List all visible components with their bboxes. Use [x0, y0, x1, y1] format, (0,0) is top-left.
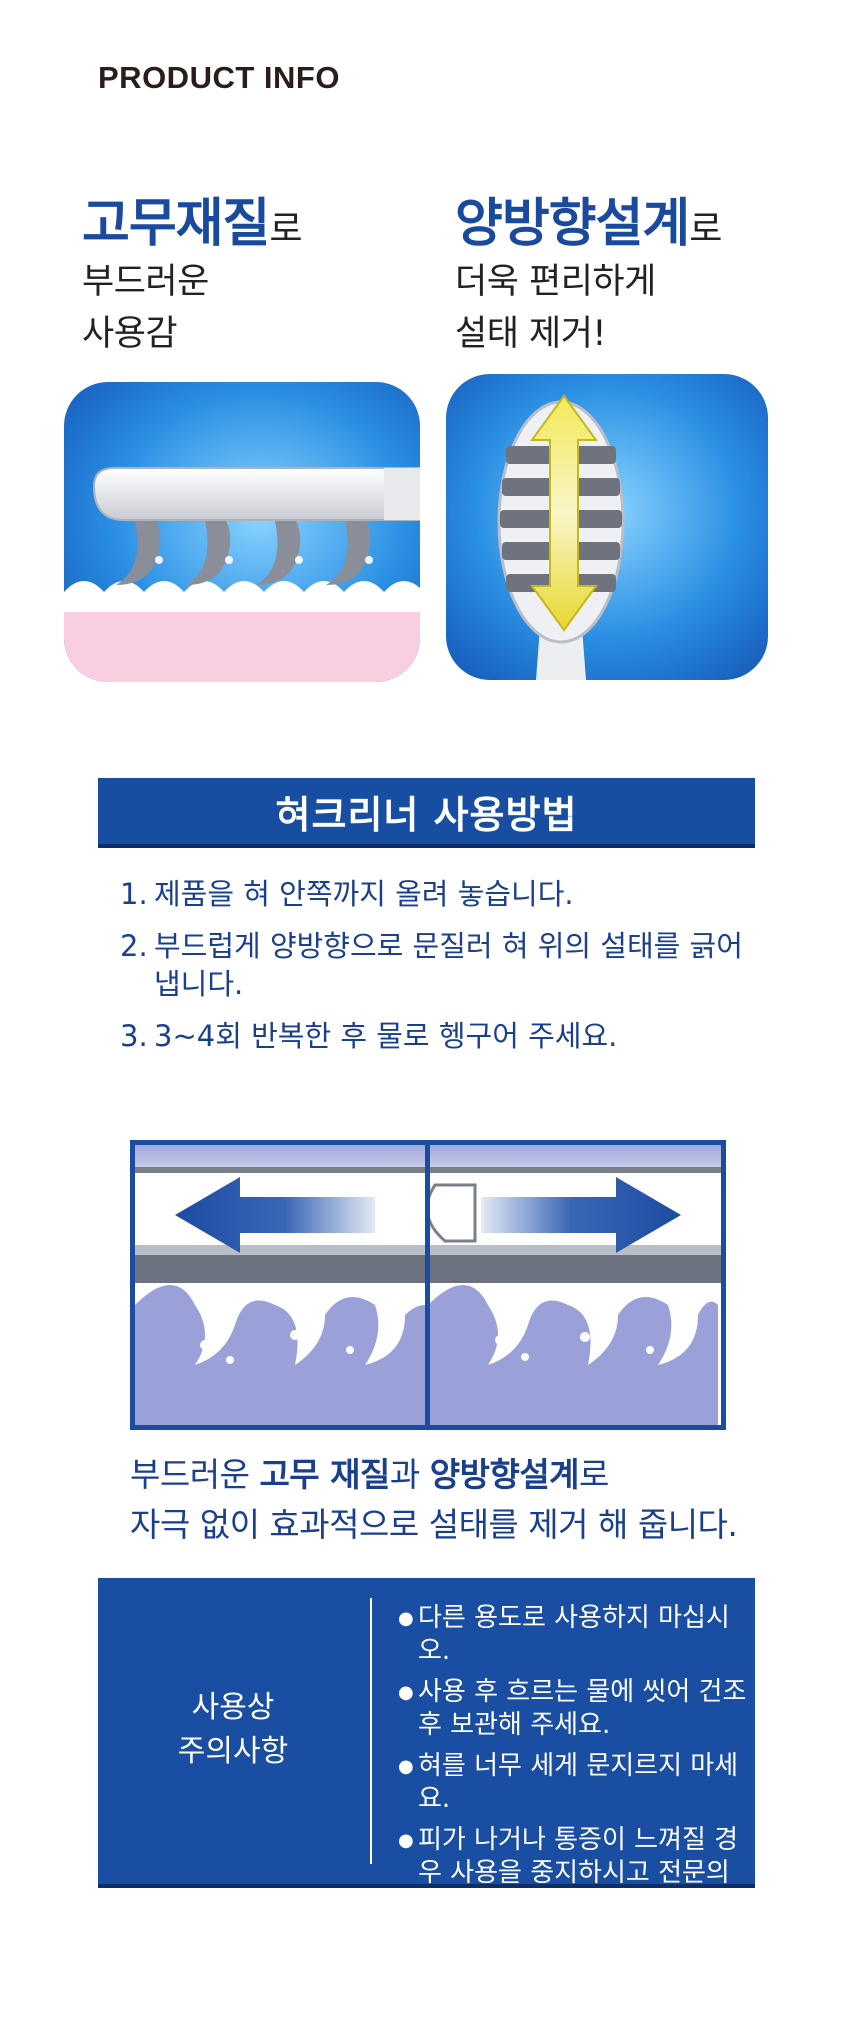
caution-list: 다른 용도로 사용하지 마십시오. 사용 후 흐르는 물에 씻어 건조 후 보관… — [398, 1602, 748, 1931]
caution-label-line-2: 주의사항 — [177, 1734, 289, 1769]
caution-label: 사용상 주의사항 — [98, 1686, 368, 1774]
caption-text: 과 — [389, 1455, 430, 1494]
usage-step: 1. 제품을 혀 안쪽까지 올려 놓습니다. — [120, 875, 770, 913]
feature-rubber-suffix: 로 — [269, 209, 303, 250]
caption-line-2: 자극 없이 효과적으로 설태를 제거 해 줍니다. — [130, 1505, 738, 1544]
bidirectional-head-image — [446, 374, 768, 680]
scraping-diagram — [130, 1140, 726, 1430]
usage-step: 2. 부드럽게 양방향으로 문질러 혀 위의 설태를 긁어 냅니다. — [120, 927, 770, 1003]
feature-bidirectional: 양방향설계로 더욱 편리하게 설태 제거! — [455, 198, 722, 360]
caution-divider — [370, 1598, 372, 1864]
feature-bidirectional-bold: 양방향설계 — [455, 194, 690, 254]
product-info-heading: PRODUCT INFO — [98, 60, 340, 95]
feature-rubber-line-2: 사용감 — [82, 314, 178, 354]
caption-text: 부드러운 — [130, 1455, 260, 1494]
feature-bidirectional-title: 양방향설계로 — [455, 198, 722, 250]
diagram-caption: 부드러운 고무 재질과 양방향설계로 자극 없이 효과적으로 설태를 제거 해 … — [130, 1450, 810, 1550]
caption-bold-bidirectional: 양방향설계 — [429, 1455, 580, 1494]
step-text: 3~4회 반복한 후 물로 헹구어 주세요. — [154, 1019, 618, 1053]
feature-bidirectional-suffix: 로 — [689, 209, 723, 250]
rubber-head-image — [64, 382, 420, 682]
caution-item: 혀를 너무 세게 문지르지 마세요. — [398, 1750, 748, 1816]
caution-item: 피가 나거나 통증이 느껴질 경우 사용을 중지하시고 전문의와 상담 하세요. — [398, 1824, 748, 1923]
feature-bidirectional-line-1: 더욱 편리하게 — [455, 262, 656, 302]
caution-item: 사용 후 흐르는 물에 씻어 건조 후 보관해 주세요. — [398, 1676, 748, 1742]
feature-bidirectional-line-2: 설태 제거! — [455, 314, 606, 354]
step-number: 2. — [120, 929, 148, 963]
usage-step: 3. 3~4회 반복한 후 물로 헹구어 주세요. — [120, 1017, 770, 1055]
caution-item: 다른 용도로 사용하지 마십시오. — [398, 1602, 748, 1668]
feature-rubber-line-1: 부드러운 — [82, 262, 209, 302]
feature-rubber-bold: 고무재질 — [82, 194, 270, 254]
caution-label-line-1: 사용상 — [191, 1690, 275, 1725]
usage-steps: 1. 제품을 혀 안쪽까지 올려 놓습니다. 2. 부드럽게 양방향으로 문질러… — [120, 875, 770, 1069]
feature-rubber-title: 고무재질로 — [82, 198, 303, 250]
step-text: 부드럽게 양방향으로 문질러 혀 위의 설태를 긁어 냅니다. — [154, 929, 743, 1001]
caption-bold-rubber: 고무 재질 — [259, 1455, 390, 1494]
feature-rubber: 고무재질로 부드러운 사용감 — [82, 198, 303, 360]
caption-text: 로 — [579, 1455, 609, 1494]
step-number: 3. — [120, 1019, 148, 1053]
usage-title-banner: 혀크리너 사용방법 — [98, 778, 755, 848]
caption-line-1: 부드러운 고무 재질과 양방향설계로 — [130, 1450, 810, 1500]
step-number: 1. — [120, 877, 148, 911]
step-text: 제품을 혀 안쪽까지 올려 놓습니다. — [154, 877, 574, 911]
caution-box: 사용상 주의사항 다른 용도로 사용하지 마십시오. 사용 후 흐르는 물에 씻… — [98, 1578, 755, 1921]
